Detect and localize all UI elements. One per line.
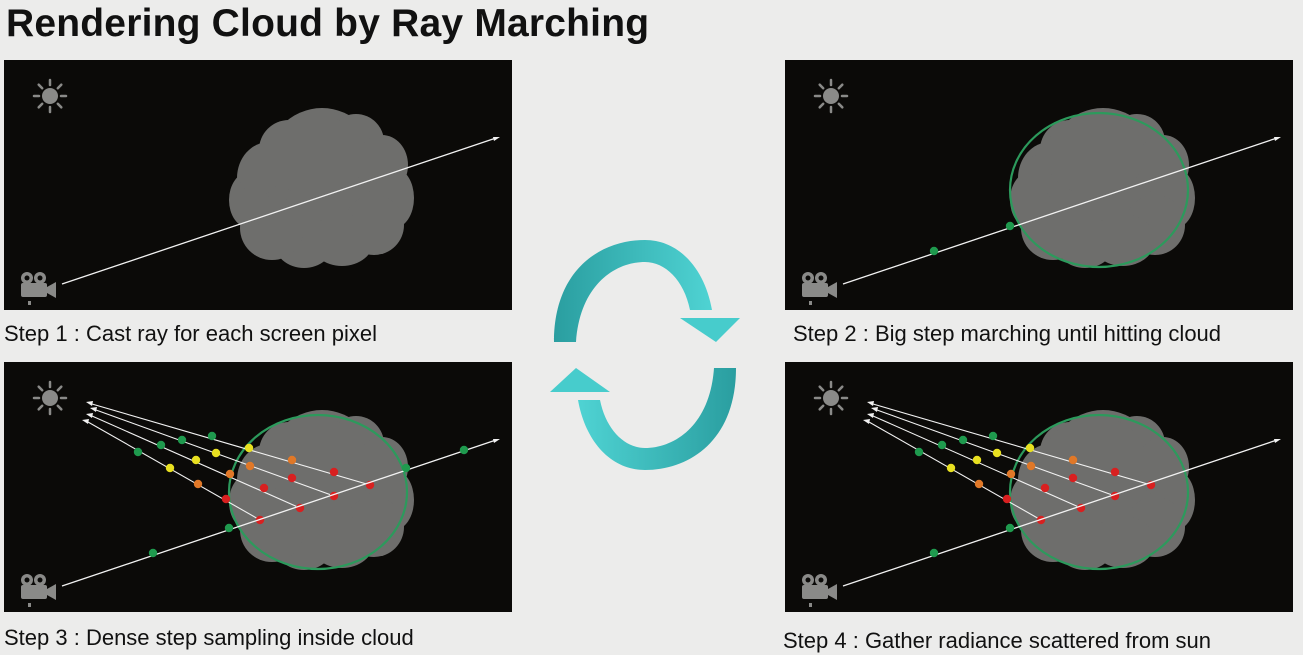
sample-point [191, 455, 201, 465]
sample-point [133, 447, 143, 457]
camera-icon [21, 574, 56, 607]
march-point [929, 548, 939, 558]
sample-point [329, 467, 339, 477]
step-4-caption: Step 4 : Gather radiance scattered from … [783, 628, 1212, 653]
sample-point [1026, 461, 1036, 471]
march-point [148, 548, 158, 558]
page-title: Rendering Cloud by Ray Marching [6, 2, 650, 45]
sample-point [225, 469, 235, 479]
step-2-caption: Step 2 : Big step marching until hitting… [793, 321, 1222, 346]
primary-ray [61, 137, 500, 285]
step-2-panel [785, 60, 1293, 310]
cloud-shape [1010, 108, 1195, 268]
sun-icon [813, 380, 849, 416]
sample-point [245, 461, 255, 471]
sample-point [193, 479, 203, 489]
camera-icon [802, 272, 837, 305]
sample-point [974, 479, 984, 489]
sample-point [287, 473, 297, 483]
sample-point [1110, 467, 1120, 477]
sample-point [946, 463, 956, 473]
sample-point [211, 448, 221, 458]
march-point [929, 246, 939, 256]
sample-point [988, 431, 998, 441]
primary-ray [61, 439, 500, 587]
sample-point [1006, 469, 1016, 479]
march-point [1005, 523, 1015, 533]
step-1-caption: Step 1 : Cast ray for each screen pixel [4, 321, 377, 346]
sample-point [259, 483, 269, 493]
sample-point [244, 443, 254, 453]
sample-point [1002, 494, 1012, 504]
sample-point [1040, 483, 1050, 493]
sun-icon [32, 78, 68, 114]
sample-point [221, 494, 231, 504]
camera-icon [21, 272, 56, 305]
bounding-ellipse [1008, 413, 1190, 571]
step-3-caption: Step 3 : Dense step sampling inside clou… [4, 625, 414, 650]
step-4-panel [785, 362, 1293, 612]
march-point [401, 463, 411, 473]
sample-point [937, 440, 947, 450]
cycle-arrows-icon [540, 230, 750, 480]
cloud-shape [229, 410, 414, 570]
sample-point [992, 448, 1002, 458]
step-3-panel [4, 362, 512, 612]
sample-point [177, 435, 187, 445]
sample-point [165, 463, 175, 473]
sun-icon [32, 380, 68, 416]
sample-point [958, 435, 968, 445]
primary-ray [842, 439, 1281, 587]
sample-point [1025, 443, 1035, 453]
march-point [224, 523, 234, 533]
sample-point [914, 447, 924, 457]
camera-icon [802, 574, 837, 607]
march-point [459, 445, 469, 455]
sample-point [156, 440, 166, 450]
step-1-panel [4, 60, 512, 310]
sample-point [1068, 455, 1078, 465]
cloud-shape [229, 108, 414, 268]
march-point [1005, 221, 1015, 231]
sample-point [287, 455, 297, 465]
sample-point [1068, 473, 1078, 483]
cloud-shape [1010, 410, 1195, 570]
bounding-ellipse [1008, 111, 1190, 269]
sun-icon [813, 78, 849, 114]
primary-ray [842, 137, 1281, 285]
sample-point [207, 431, 217, 441]
bounding-ellipse [227, 413, 409, 571]
light-rays [82, 401, 371, 521]
sample-point [972, 455, 982, 465]
